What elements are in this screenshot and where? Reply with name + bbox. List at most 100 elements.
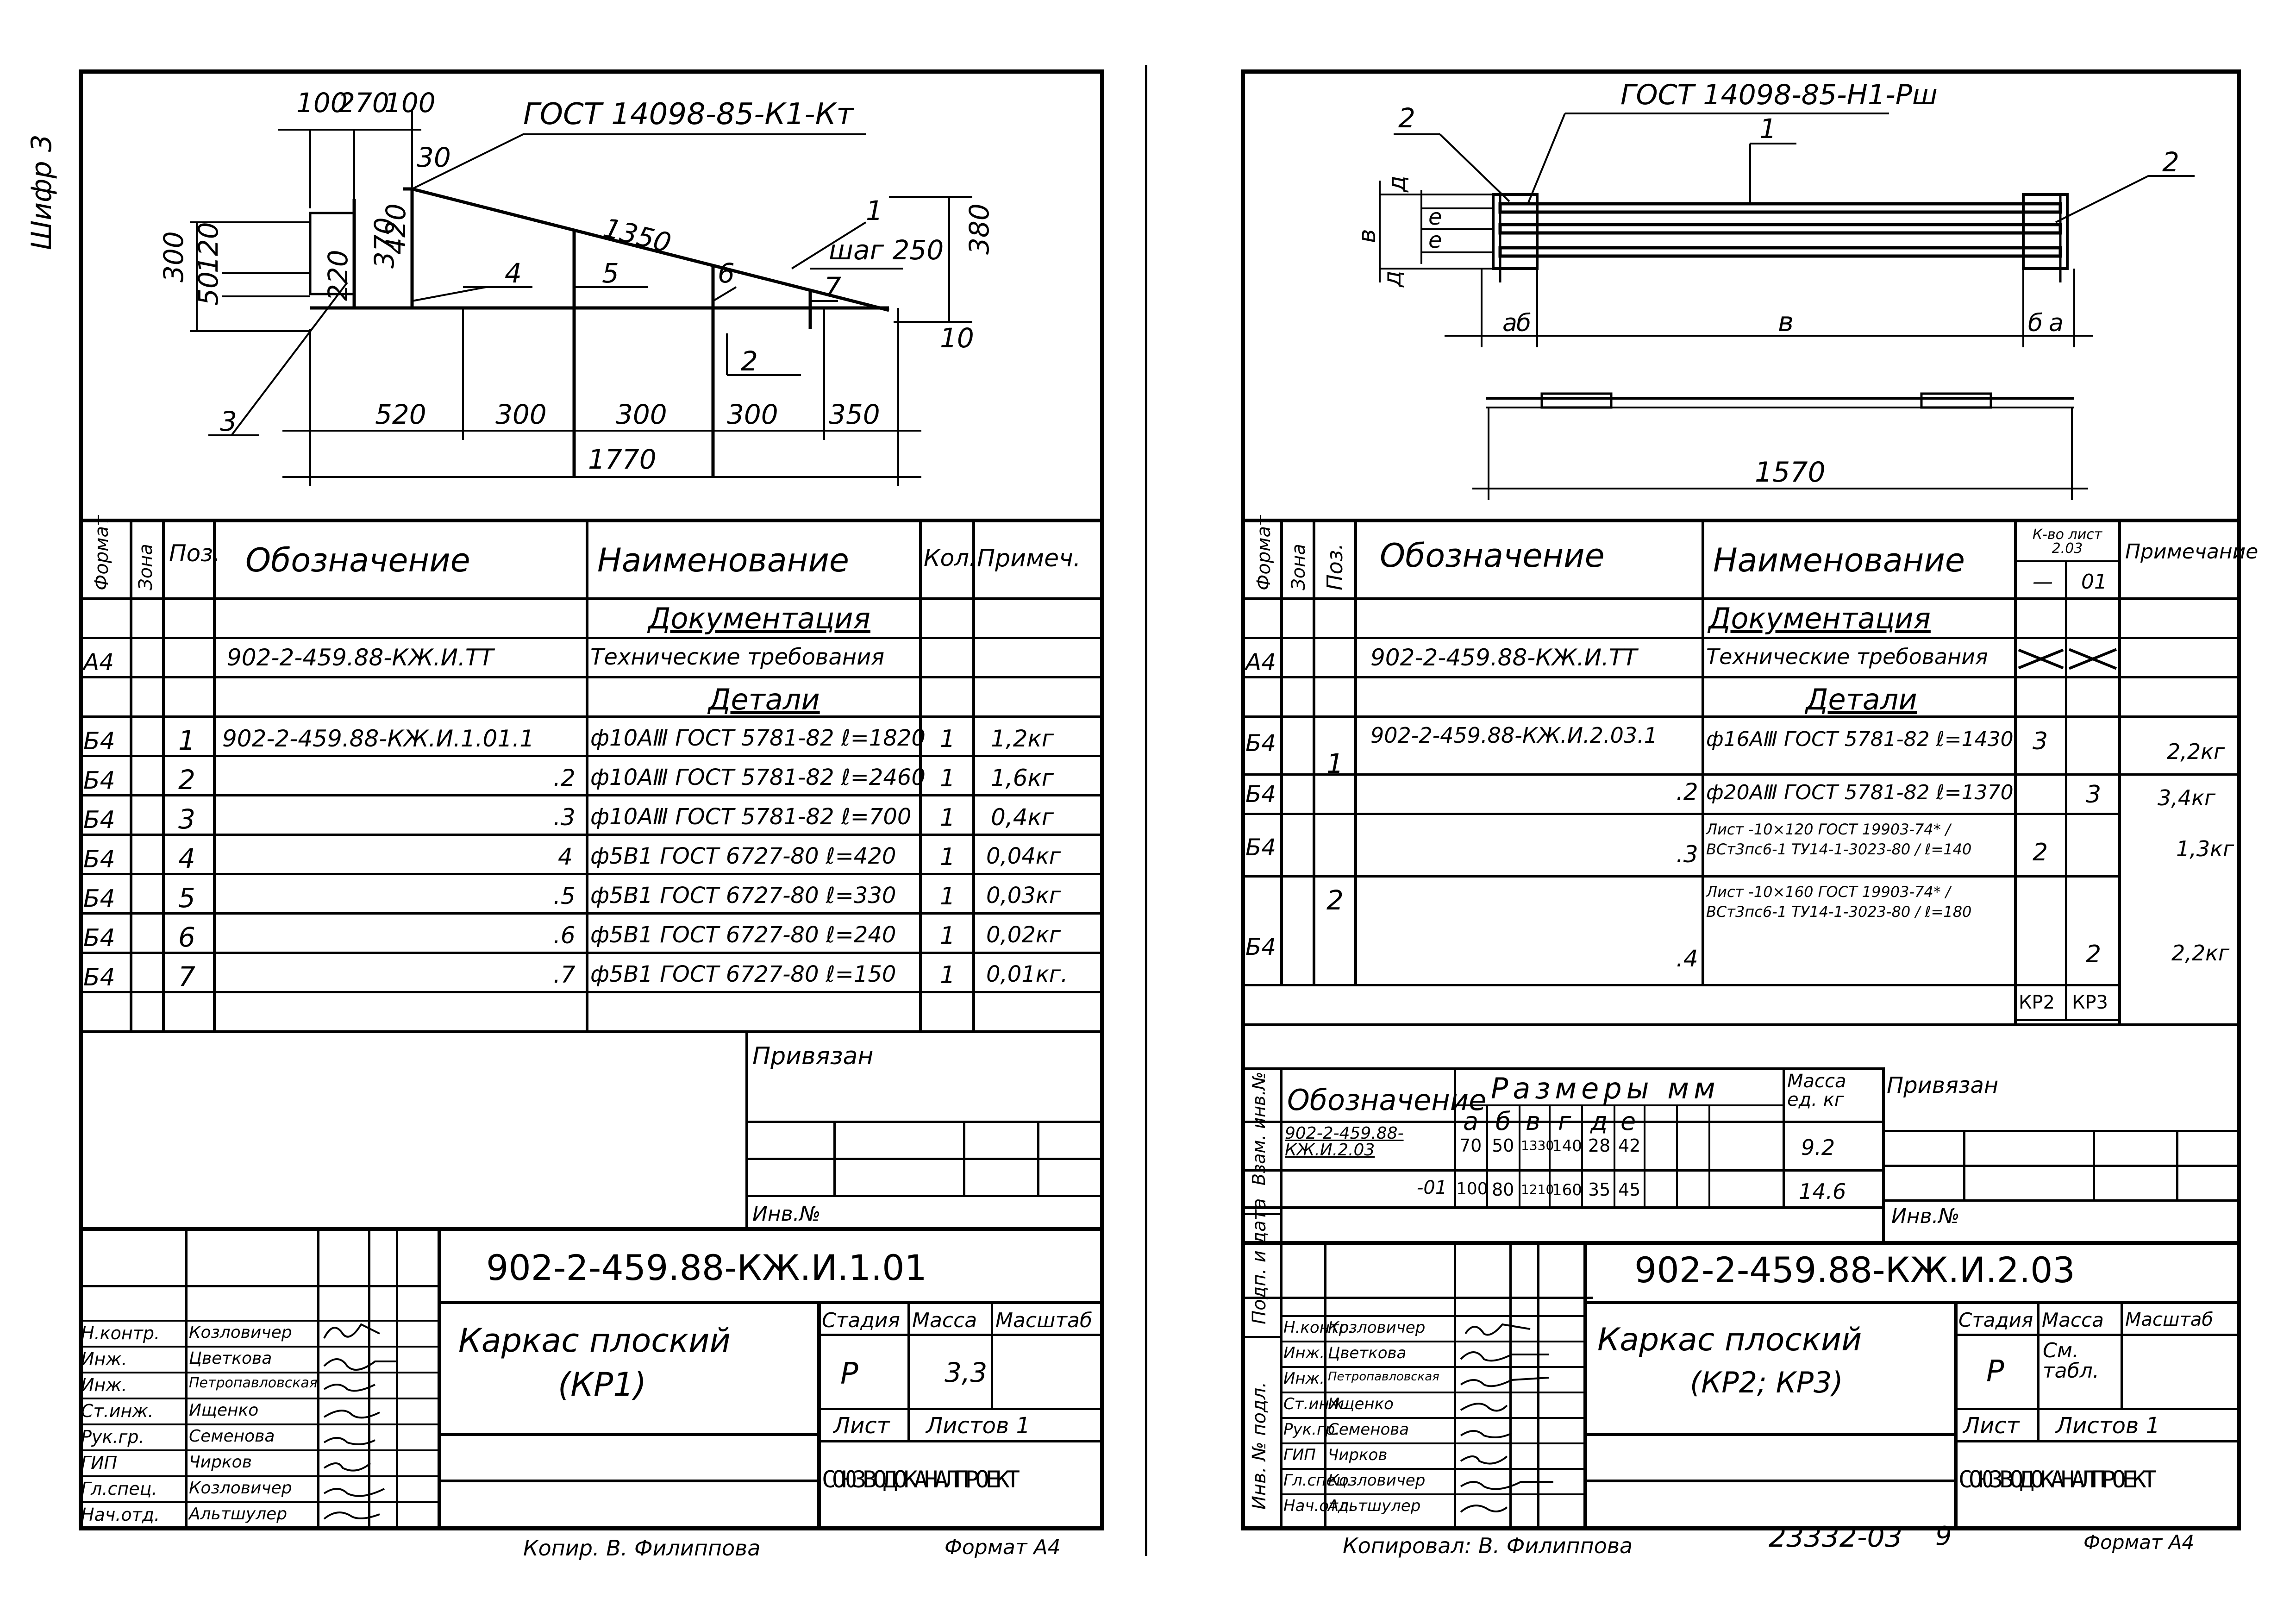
size-row1-designation: 902-2-459.88-КЖ.И.2.03 bbox=[1285, 1124, 1404, 1160]
row6-note: 0,02кг bbox=[986, 922, 1061, 948]
left-title-line2: (КР1) bbox=[558, 1366, 647, 1404]
left-role-4: Рук.гр. bbox=[81, 1427, 144, 1447]
spec-header-designation: Обозначение bbox=[245, 541, 470, 579]
right-copied: Копировал: В. Филиппова bbox=[1343, 1533, 1633, 1558]
dim-10: 10 bbox=[940, 322, 974, 354]
right-name-4: Семенова bbox=[1328, 1420, 1409, 1439]
r-row1-note: 2,2кг bbox=[2167, 739, 2225, 764]
row4-format: Б4 bbox=[83, 846, 115, 873]
right-spec-header-format: Формат bbox=[1253, 515, 1275, 590]
spec-header-qty: Кол. bbox=[924, 545, 976, 571]
right-name-7: Альтшулер bbox=[1328, 1497, 1421, 1515]
row7-designation: .7 bbox=[553, 961, 576, 988]
r-row3-designation: .3 bbox=[1676, 841, 1698, 868]
r-row2-name: ф20АⅢ ГОСТ 5781-82 ℓ=1370 bbox=[1706, 781, 2014, 804]
row2-note: 1,6кг bbox=[991, 765, 1054, 791]
size-row2-g: 160 bbox=[1552, 1181, 1582, 1199]
pos-3: 3 bbox=[220, 406, 237, 437]
size-mass-label: Масса ед. кг bbox=[1787, 1071, 1846, 1110]
size-row2-a: 100 bbox=[1456, 1179, 1488, 1198]
right-scale-label: Масштаб bbox=[2125, 1309, 2214, 1330]
right-gost-label: ГОСТ 14098-85-Н1-Рш bbox=[1620, 79, 1938, 111]
row6-pos: 6 bbox=[178, 922, 195, 953]
size-row2-v: 1210 bbox=[1521, 1182, 1554, 1197]
row5-pos: 5 bbox=[178, 882, 195, 914]
r-row2-format: Б4 bbox=[1245, 781, 1276, 808]
r-footer-kr2: КР2 bbox=[2019, 992, 2055, 1013]
left-mass-label: Масса bbox=[912, 1309, 977, 1332]
dim-50: 50 bbox=[193, 271, 224, 306]
r-row1-q1: 3 bbox=[2033, 727, 2048, 755]
side-stamp-replace: Взам. инв.№ bbox=[1249, 1072, 1269, 1185]
dim-300-a: 300 bbox=[495, 399, 547, 430]
dim-120: 120 bbox=[193, 222, 224, 273]
row4-designation: 4 bbox=[558, 843, 573, 870]
right-number: 23332-03 bbox=[1769, 1521, 1902, 1554]
r-row4-format: Б4 bbox=[1245, 934, 1276, 960]
r-row2-designation: .2 bbox=[1676, 778, 1698, 805]
left-scale-label: Масштаб bbox=[995, 1309, 1093, 1332]
r-row3-note: 1,3кг bbox=[2176, 836, 2234, 861]
row2-designation: .2 bbox=[553, 765, 576, 791]
left-drawing: 100 270 100 ГОСТ 14098-85-К1-Кт 30 300 1… bbox=[158, 87, 995, 486]
right-title-line2: (КР2; КР3) bbox=[1690, 1366, 1843, 1399]
pos-1: 1 bbox=[866, 195, 883, 226]
row4-qty: 1 bbox=[940, 843, 956, 871]
row2-format: Б4 bbox=[83, 767, 115, 795]
size-col-v: в bbox=[1526, 1107, 1540, 1136]
row7-format: Б4 bbox=[83, 964, 115, 991]
row4-pos: 4 bbox=[178, 843, 195, 874]
size-row1-mass: 9.2 bbox=[1801, 1135, 1835, 1160]
dim-220: 220 bbox=[322, 250, 354, 301]
row3-note: 0,4кг bbox=[991, 804, 1054, 831]
right-name-0: Козловичер bbox=[1328, 1318, 1426, 1337]
dim-380: 380 bbox=[963, 203, 995, 255]
row6-designation: .6 bbox=[553, 922, 576, 949]
right-spec-header-designation: Обозначение bbox=[1380, 537, 1605, 575]
left-org-name: СОЮЗВОДОКАНАЛПРОЕКТ bbox=[822, 1466, 1020, 1493]
row2-qty: 1 bbox=[940, 765, 956, 792]
right-dim-e2: е bbox=[1428, 227, 1442, 253]
left-role-2: Инж. bbox=[81, 1375, 127, 1395]
row5-designation: .5 bbox=[553, 883, 576, 909]
right-dim-d1: д bbox=[1383, 176, 1411, 193]
left-role-5: ГИП bbox=[81, 1453, 118, 1473]
right-label-2b: 2 bbox=[2162, 146, 2179, 178]
dim-520: 520 bbox=[375, 399, 426, 430]
spec-doc-designation: 902-2-459.88-КЖ.И.ТТ bbox=[227, 644, 494, 671]
right-spec-header-pos: Поз. bbox=[1322, 543, 1347, 590]
dim-top-270: 270 bbox=[338, 87, 389, 119]
left-name-7: Альтшулер bbox=[189, 1505, 288, 1524]
r-row1-name: ф16АⅢ ГОСТ 5781-82 ℓ=1430 bbox=[1706, 727, 2014, 751]
pos-7: 7 bbox=[824, 271, 841, 303]
left-signature-scribbles bbox=[323, 1323, 398, 1520]
spec-header-zone: Зона bbox=[135, 544, 156, 590]
size-col-e: е bbox=[1620, 1107, 1636, 1136]
right-format: Формат А4 bbox=[2083, 1531, 2195, 1554]
right-title-line1: Каркас плоский bbox=[1597, 1322, 1862, 1358]
r-row1-pos: 1 bbox=[1326, 748, 1344, 779]
pos-4: 4 bbox=[505, 257, 522, 289]
left-inv-label: Инв.№ bbox=[752, 1202, 821, 1226]
dim-350: 350 bbox=[829, 399, 880, 430]
row1-qty: 1 bbox=[940, 725, 956, 753]
left-sheet-label: Лист bbox=[833, 1413, 890, 1439]
center-divider bbox=[1145, 65, 1147, 1556]
right-sheets-label: Листов 1 bbox=[2056, 1413, 2160, 1439]
right-name-5: Чирков bbox=[1328, 1446, 1388, 1464]
right-spec-doc-name: Технические требования bbox=[1706, 644, 1988, 669]
r-row4-name: Лист -10×160 ГОСТ 19903-74* / ВСт3пс6-1 … bbox=[1706, 883, 1972, 921]
row3-name: ф10АⅢ ГОСТ 5781-82 ℓ=700 bbox=[590, 804, 912, 830]
row1-name: ф10АⅢ ГОСТ 5781-82 ℓ=1820 bbox=[590, 725, 926, 751]
right-sheet-label: Лист bbox=[1963, 1413, 2020, 1439]
left-role-0: Н.контр. bbox=[81, 1323, 160, 1343]
left-mass-value: 3,3 bbox=[945, 1357, 988, 1388]
r-row3-pos: 2 bbox=[1326, 884, 1344, 916]
dim-1770: 1770 bbox=[588, 444, 657, 475]
left-name-2: Петропавловская bbox=[189, 1375, 318, 1391]
size-row1-d: 28 bbox=[1588, 1135, 1611, 1156]
right-privyazan-label: Привязан bbox=[1887, 1072, 1999, 1098]
right-role-4: Рук.гр. bbox=[1283, 1420, 1340, 1439]
right-dim-v: в bbox=[1353, 229, 1381, 243]
row7-note: 0,01кг. bbox=[986, 961, 1068, 987]
